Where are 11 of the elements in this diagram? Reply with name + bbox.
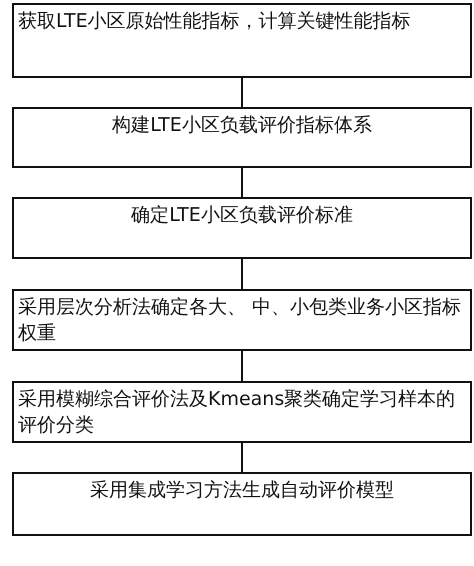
connector-line <box>241 168 243 197</box>
process-box: 采用集成学习方法生成自动评价模型 <box>12 472 472 536</box>
process-box: 构建LTE小区负载评价指标体系 <box>12 107 472 168</box>
connector-line <box>241 259 243 289</box>
process-box: 采用层次分析法确定各大、 中、小包类业务小区指标权重 <box>12 289 472 351</box>
connector-line <box>241 78 243 107</box>
connector-line <box>241 351 243 381</box>
process-box: 获取LTE小区原始性能指标，计算关键性能指标 <box>12 3 472 78</box>
process-box: 确定LTE小区负载评价标准 <box>12 197 472 259</box>
connector-line <box>241 443 243 472</box>
process-box: 采用模糊综合评价法及Kmeans聚类确定学习样本的评价分类 <box>12 381 472 443</box>
